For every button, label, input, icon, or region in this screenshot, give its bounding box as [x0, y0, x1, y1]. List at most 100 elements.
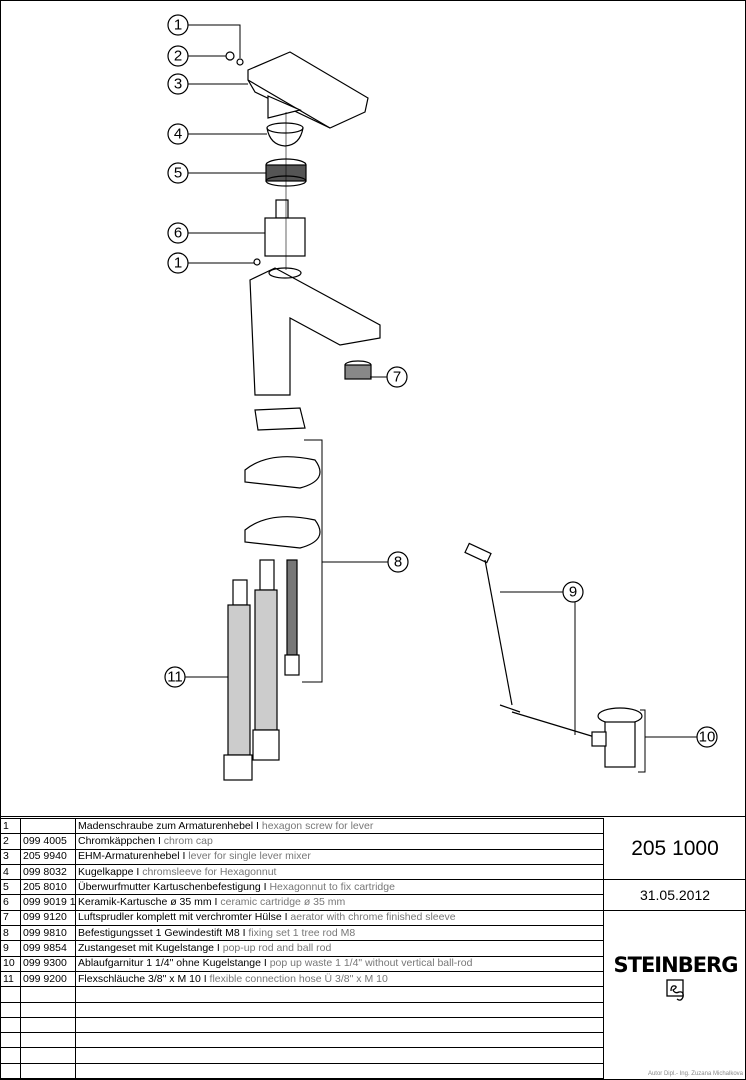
- exploded-view-drawing: 1 2 3 4 5 6 1 7 8 9 10 11: [164, 14, 718, 781]
- item-description: Ablaufgarnitur 1 1/4" ohne Kugelstange I…: [75, 955, 604, 972]
- callout-7: 7: [393, 369, 401, 386]
- brand-logo: STEINBERG: [604, 953, 746, 1010]
- brand-emblem-icon: [665, 979, 684, 1001]
- table-row: 1 Madenschraube zum Armaturenhebel I hexa…: [0, 817, 604, 835]
- callout-11: 11: [167, 669, 183, 686]
- desc-german: Chromkäppchen I: [78, 834, 164, 847]
- callout-9: 9: [569, 584, 577, 601]
- item-code: 099 9810: [20, 925, 76, 942]
- item-code: 099 9300: [20, 955, 76, 972]
- desc-german: Befestigungsset 1 Gewindestift M8 I: [78, 926, 249, 939]
- item-description: Luftsprudler komplett mit verchromter Hü…: [75, 909, 604, 927]
- item-no: 8: [0, 925, 21, 942]
- item-description: Befestigungsset 1 Gewindestift M8 I fixi…: [75, 925, 604, 942]
- desc-german: Flexschläuche 3/8" x M 10 I: [78, 972, 210, 985]
- callout-5: 5: [174, 165, 182, 182]
- item-code: 099 9200: [20, 970, 76, 988]
- desc-german: Luftsprudler komplett mit verchromter Hü…: [78, 911, 291, 924]
- desc-english: chrom cap: [163, 834, 213, 847]
- item-description: Kugelkappe I chromsleeve for Hexagonnut: [75, 863, 604, 881]
- desc-german: EHM-Armaturenhebel I: [78, 850, 189, 863]
- callout-3: 3: [174, 76, 182, 93]
- item-no: 11: [0, 970, 21, 988]
- desc-english: flexible connection hose Ü 3/8" x M 10: [209, 972, 388, 985]
- desc-english: hexagon screw for lever: [261, 819, 374, 832]
- item-no: 6: [0, 894, 21, 911]
- date: 31.05.2012: [604, 880, 746, 911]
- callout-6: 6: [174, 225, 182, 242]
- empty-row: [0, 1032, 604, 1049]
- item-no: 4: [0, 863, 21, 881]
- part-number: 205 1000: [604, 818, 746, 880]
- desc-german: Ablaufgarnitur 1 1/4" ohne Kugelstange I: [78, 957, 270, 970]
- desc-german: Überwurfmutter Kartuschenbefestigung I: [78, 880, 270, 893]
- callout-10: 10: [699, 729, 716, 746]
- chrom-cap-drawing: [225, 51, 235, 61]
- screw-drawing: [236, 58, 244, 66]
- item-code: [20, 817, 76, 835]
- lever-drawing: [247, 51, 369, 129]
- empty-row: [0, 1001, 604, 1018]
- item-no: 7: [0, 909, 21, 927]
- item-code: 099 4005: [20, 833, 76, 850]
- item-code: 099 9120: [20, 909, 76, 927]
- parts-list-table: 1 Madenschraube zum Armaturenhebel I hexa…: [0, 817, 604, 1080]
- author-note: Autor Dipl.- Ing. Zuzana Michalkova: [647, 1071, 743, 1077]
- desc-english: chromsleeve for Hexagonnut: [142, 865, 277, 878]
- item-no: 5: [0, 879, 21, 896]
- ball-cap-drawing: [266, 122, 304, 134]
- callout-1: 1: [174, 17, 182, 34]
- desc-english: pop up waste 1 1/4" without vertical bal…: [269, 957, 473, 970]
- faucet-body-drawing: [249, 267, 381, 396]
- desc-german: Keramik-Kartusche ø 35 mm I: [78, 896, 221, 909]
- item-description: Flexschläuche 3/8" x M 10 I flexible con…: [75, 970, 604, 988]
- desc-english: fixing set 1 tree rod M8: [248, 926, 356, 939]
- desc-german: Madenschraube zum Armaturenhebel I: [78, 819, 262, 832]
- item-description: Überwurfmutter Kartuschenbefestigung I H…: [75, 879, 604, 896]
- item-no: 9: [0, 940, 21, 957]
- callout-1b: 1: [174, 255, 182, 272]
- item-no: 10: [0, 955, 21, 972]
- desc-german: Zustangeset mit Kugelstange I: [78, 942, 223, 955]
- item-description: Zustangeset mit Kugelstange I pop-up rod…: [75, 940, 604, 957]
- item-description: Keramik-Kartusche ø 35 mm I ceramic cart…: [75, 894, 604, 911]
- popup-waste-drawing: [591, 707, 643, 768]
- item-code: 205 8010: [20, 879, 76, 896]
- callout-4: 4: [174, 126, 182, 143]
- item-description: EHM-Armaturenhebel I lever for single le…: [75, 848, 604, 865]
- flex-hoses-drawing: [223, 559, 280, 781]
- item-code: 099 9019 1: [20, 894, 76, 911]
- desc-english: pop-up rod and ball rod: [222, 942, 332, 955]
- title-block: 205 1000 31.05.2012 STEINBERG Autor Dipl…: [603, 818, 746, 1080]
- empty-row: [0, 1062, 604, 1080]
- divider: [0, 816, 746, 817]
- item-code: 099 8032: [20, 863, 76, 881]
- desc-english: Hexagonnut to fix cartridge: [269, 880, 395, 893]
- desc-english: lever for single lever mixer: [188, 850, 311, 863]
- item-no: 1: [0, 817, 21, 835]
- aerator-drawing: [344, 360, 372, 380]
- brand-name: STEINBERG: [613, 953, 739, 977]
- item-description: Madenschraube zum Armaturenhebel I hexag…: [75, 817, 604, 835]
- fixing-set-drawing: [244, 407, 321, 676]
- empty-row: [0, 1047, 604, 1064]
- popup-rod-drawing: [464, 542, 599, 739]
- item-no: 2: [0, 833, 21, 850]
- item-no: 3: [0, 848, 21, 865]
- callout-2: 2: [174, 48, 182, 65]
- empty-row: [0, 1016, 604, 1034]
- empty-row: [0, 986, 604, 1003]
- desc-english: ceramic cartridge ø 35 mm: [220, 896, 346, 909]
- item-code: 099 9854: [20, 940, 76, 957]
- callout-8: 8: [394, 554, 402, 571]
- desc-english: aerator with chrome finished sleeve: [290, 911, 456, 924]
